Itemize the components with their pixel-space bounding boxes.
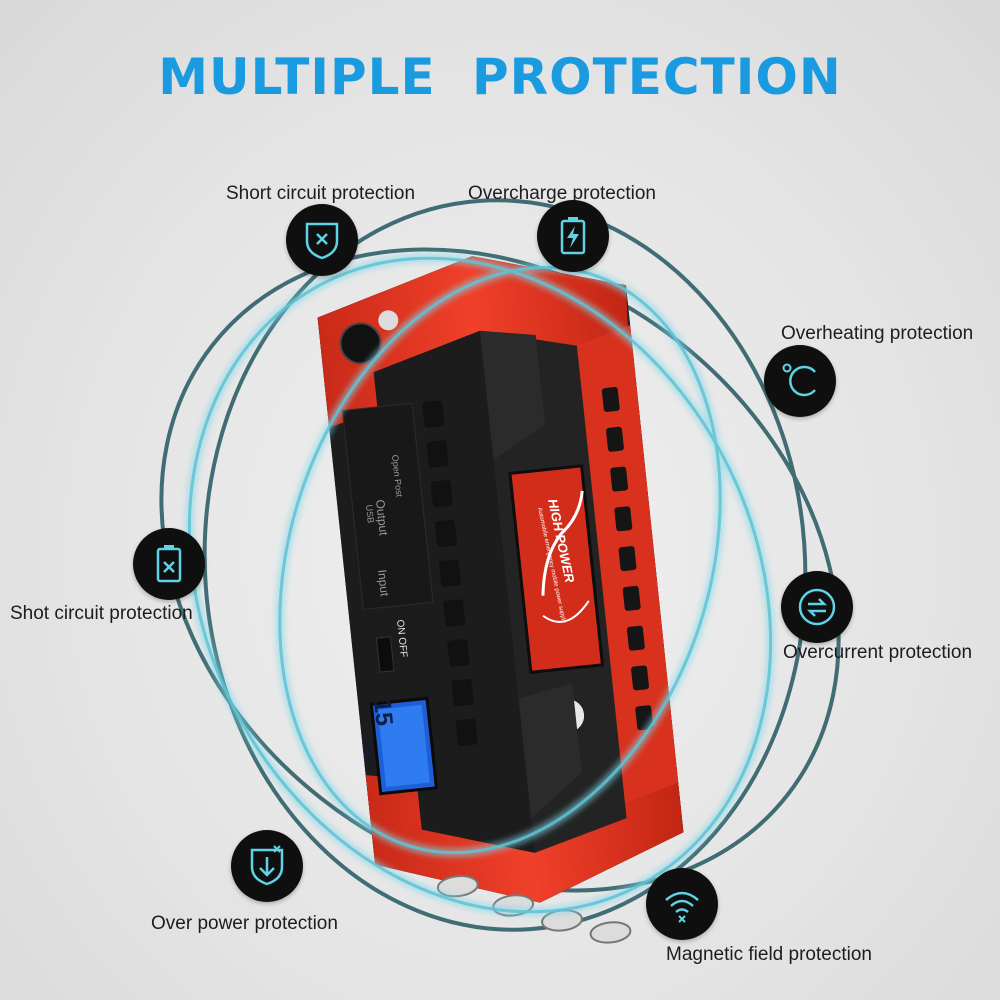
- device-port-usb: USB: [364, 504, 376, 523]
- device-lcd-voltage: 12V: [359, 739, 373, 760]
- feature-label-over-power: Over power protection: [151, 913, 338, 934]
- arrows-cycle-icon: [781, 571, 853, 643]
- shield-down-icon: [231, 830, 303, 902]
- feature-label-shot-circuit: Shot circuit protection: [10, 603, 193, 624]
- shield-x-icon: [286, 204, 358, 276]
- feature-label-short-circuit: Short circuit protection: [226, 183, 416, 204]
- wireless-x-icon: [646, 868, 718, 940]
- device-port-open: Open Post: [390, 454, 404, 498]
- celsius-icon: [764, 345, 836, 417]
- feature-label-overcharge: Overcharge protection: [468, 183, 656, 204]
- device-switch-label: ON OFF: [394, 619, 409, 658]
- feature-label-overheating: Overheating protection: [781, 323, 974, 344]
- device-lcd-value: 15: [368, 698, 398, 727]
- battery-x-icon: [133, 528, 205, 600]
- battery-bolt-icon: [537, 200, 609, 272]
- device-port-input: Input: [375, 569, 392, 598]
- feature-label-magnetic-field: Magnetic field protection: [666, 944, 872, 965]
- page-title: MULTIPLE PROTECTION: [158, 48, 842, 106]
- device-port-output: Output: [373, 499, 391, 537]
- feature-label-overcurrent: Overcurrent protection: [783, 642, 973, 663]
- protection-ring-front: [187, 256, 773, 914]
- jump-starter-device: [317, 256, 684, 944]
